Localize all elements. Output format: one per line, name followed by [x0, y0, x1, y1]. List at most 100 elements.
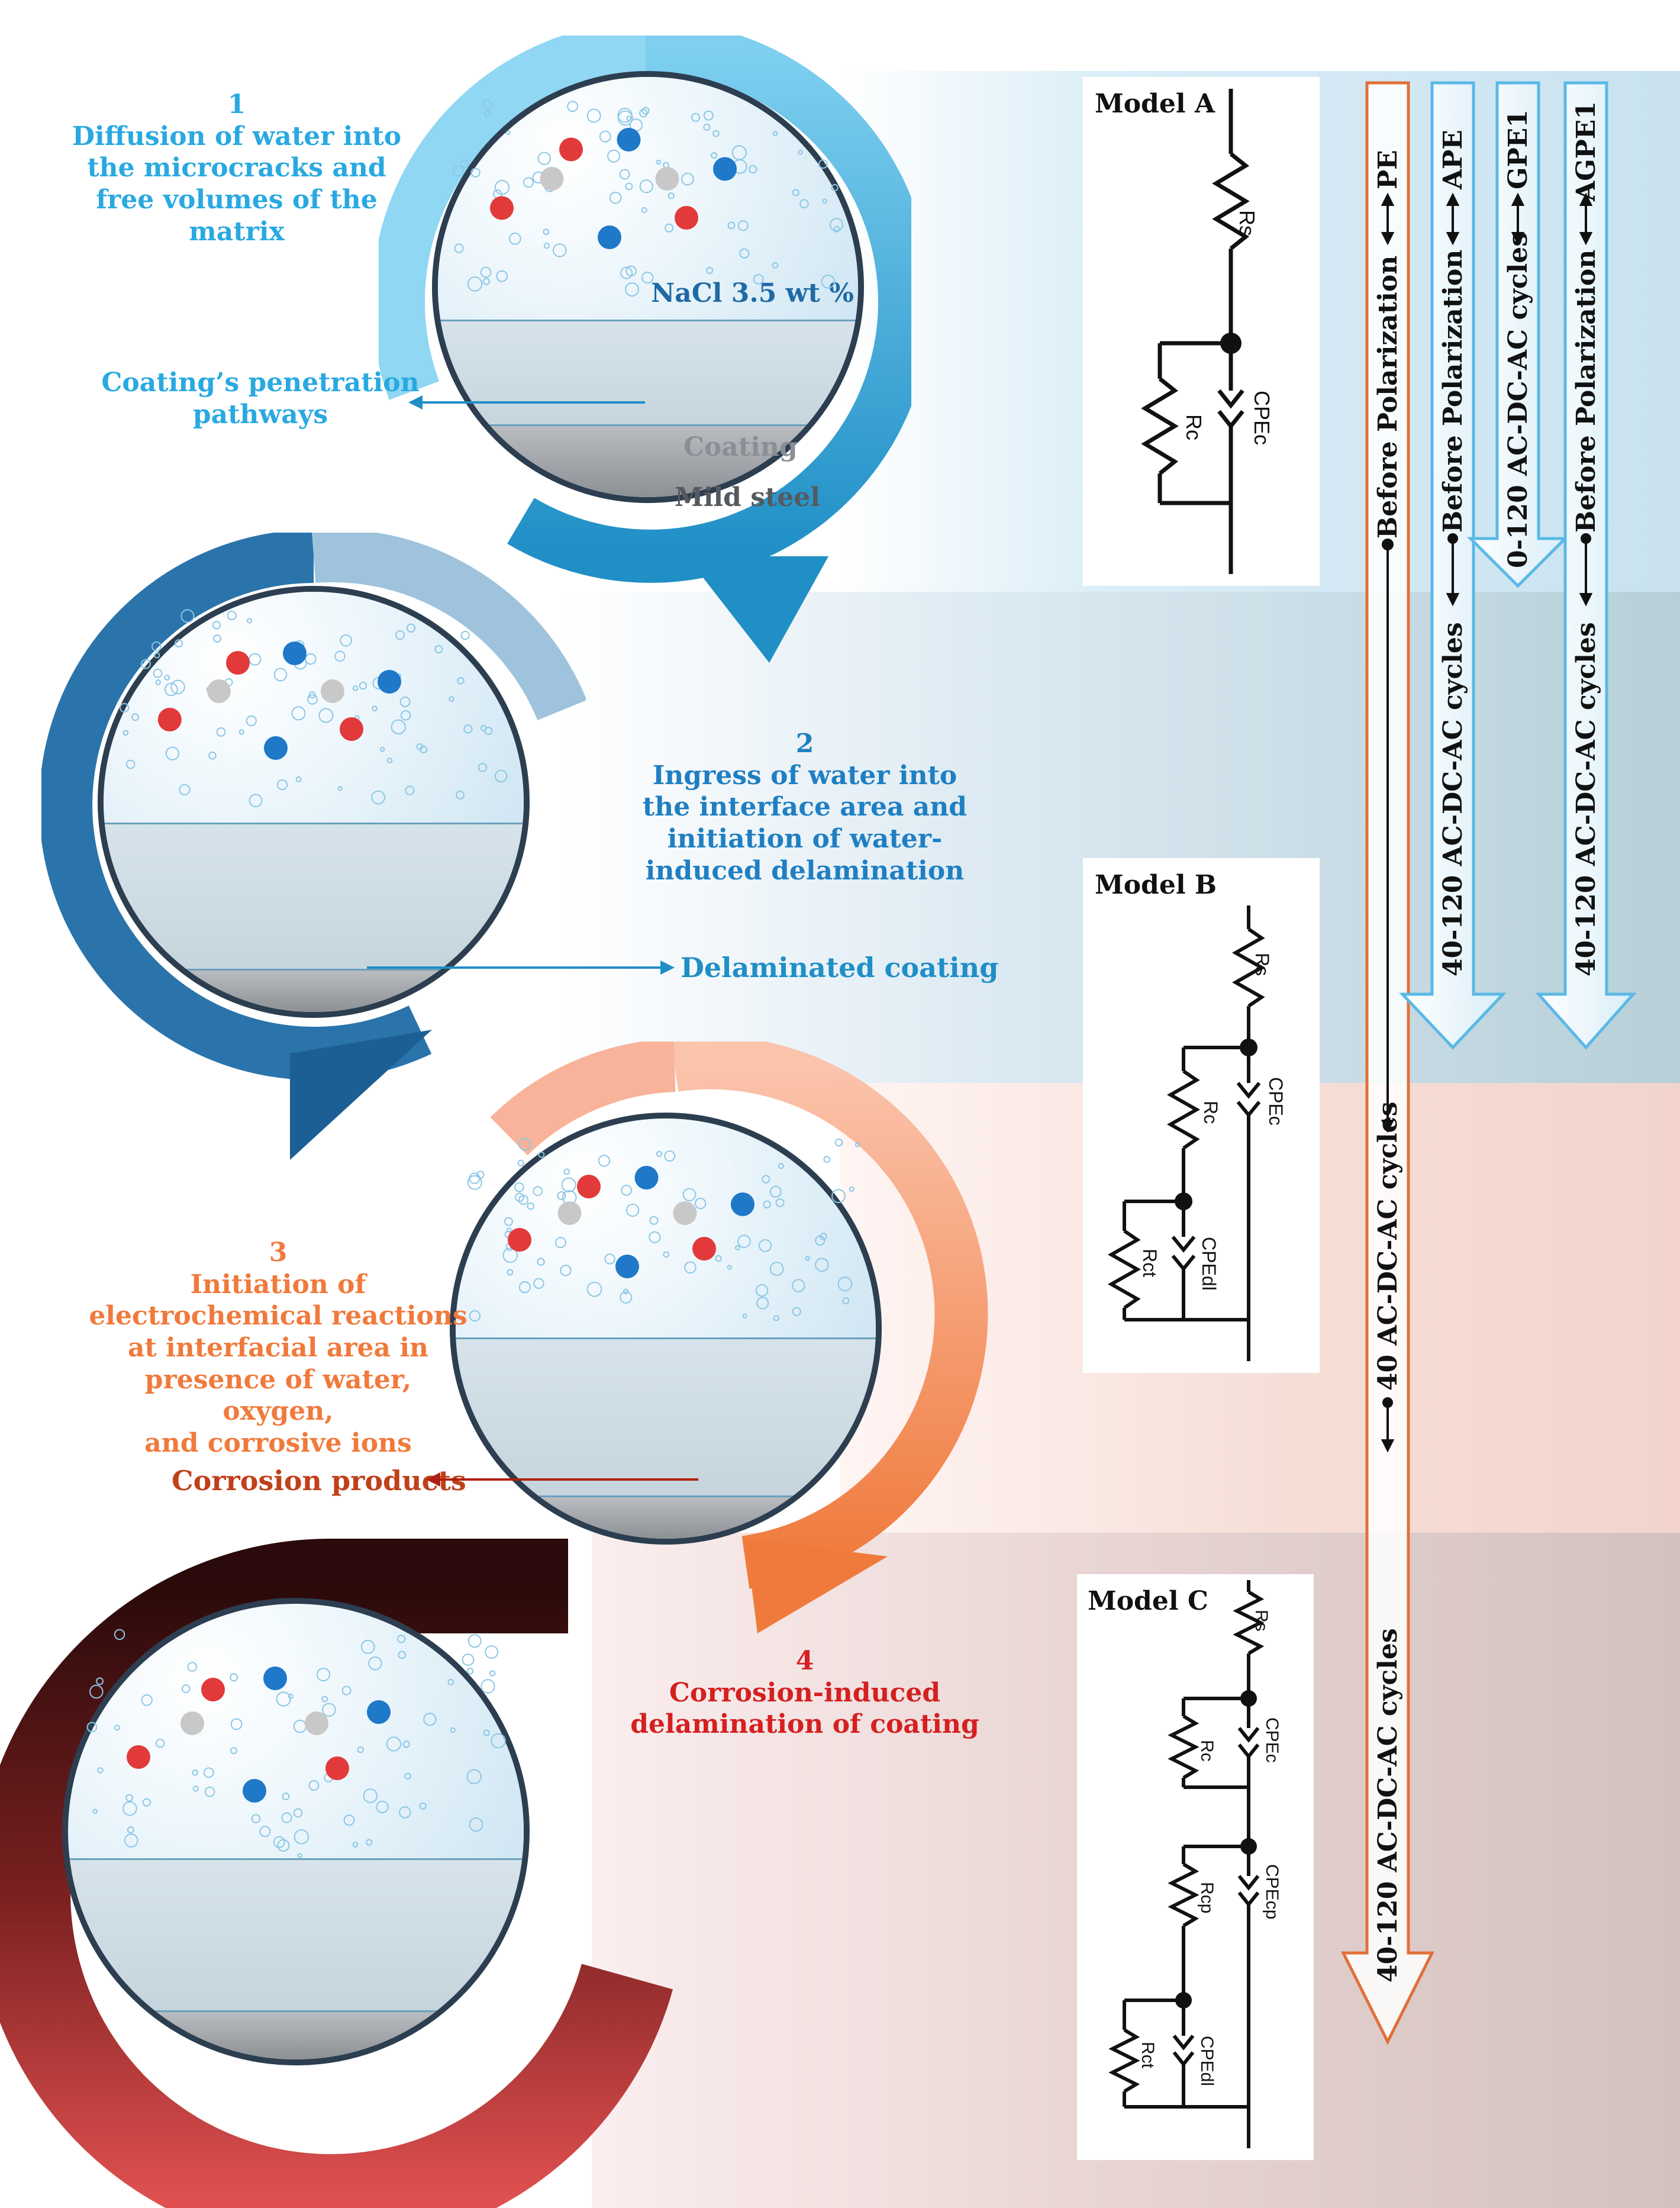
bubble — [482, 99, 493, 110]
bubble — [352, 685, 359, 691]
bubble — [246, 715, 257, 727]
stage-1-text: 1 Diffusion of water into the microcrack… — [72, 89, 402, 247]
bubble — [249, 794, 263, 808]
model-a-rs: Rs — [1235, 210, 1259, 236]
bubble — [212, 621, 221, 630]
bubble — [395, 630, 405, 640]
bubble — [480, 266, 492, 278]
bubble — [227, 610, 237, 621]
stage-2-number: 2 — [795, 729, 814, 759]
bubble — [533, 1186, 543, 1197]
bubble — [604, 1253, 615, 1265]
bubble — [749, 165, 757, 174]
molecule — [598, 225, 621, 249]
bubble — [734, 1245, 740, 1250]
bubble — [399, 697, 411, 707]
bubble — [192, 1785, 199, 1792]
bubble — [755, 1284, 769, 1297]
model-c-box — [1077, 1574, 1314, 2160]
electrolyte-label: NaCl 3.5 wt % — [651, 278, 854, 308]
bubble — [125, 759, 136, 769]
bubble — [141, 1694, 153, 1706]
bubble — [624, 282, 639, 297]
bubble — [759, 1239, 772, 1252]
bubble — [467, 1634, 482, 1648]
bubble — [216, 727, 226, 737]
bubble — [293, 1808, 303, 1818]
bubble — [621, 1184, 633, 1196]
bubble — [376, 1800, 389, 1813]
bubble — [681, 172, 694, 186]
stage-3-circle — [450, 1113, 882, 1545]
bubble — [447, 1679, 454, 1685]
model-b-circuit: Rs Rc CPEc Rct CPEdl — [1107, 905, 1286, 1361]
molecule — [243, 1779, 266, 1803]
bubble — [481, 1679, 495, 1694]
bubble — [507, 1269, 514, 1276]
bubble — [125, 1794, 134, 1802]
bubble — [769, 1185, 782, 1198]
bubble — [799, 199, 809, 209]
model-c-title: Model C — [1088, 1586, 1208, 1616]
bubble — [470, 167, 481, 178]
bubble — [482, 278, 490, 285]
molecule — [180, 1711, 204, 1735]
bubble — [515, 1192, 524, 1203]
bubble — [641, 107, 650, 115]
bubble — [213, 634, 221, 643]
bubble — [691, 112, 701, 123]
molecule — [692, 1237, 716, 1261]
bubble — [727, 1265, 732, 1270]
bubble — [703, 123, 711, 131]
bubble — [204, 1786, 215, 1797]
molecule — [508, 1228, 531, 1252]
bubble — [288, 1693, 294, 1699]
bubble — [170, 679, 185, 695]
model-b-rc: Rc — [1200, 1101, 1221, 1124]
bubble — [404, 1772, 411, 1780]
bubble — [86, 1722, 98, 1733]
bubble — [124, 1833, 138, 1848]
bubble — [478, 763, 488, 772]
bubble — [334, 650, 346, 662]
bubble — [626, 1203, 640, 1217]
molecule — [321, 679, 344, 703]
bubble — [514, 1182, 524, 1192]
bubble — [249, 653, 262, 666]
bubble — [756, 1297, 769, 1310]
bubble — [467, 276, 483, 292]
bubble — [307, 694, 318, 705]
model-b-rs: Rs — [1252, 953, 1273, 976]
bubble — [483, 1729, 490, 1736]
pe-phase2: 40-120 AC-DC-AC cycles — [1373, 1628, 1403, 1983]
bubble — [281, 1812, 292, 1823]
bubble — [153, 652, 160, 659]
bubble — [368, 1656, 382, 1671]
bubble — [543, 228, 550, 236]
bubble — [423, 1713, 437, 1726]
ape-name: APE — [1438, 130, 1468, 189]
bubble — [823, 1156, 831, 1163]
bubble — [620, 266, 633, 279]
bubble — [623, 1288, 629, 1295]
bubble — [294, 1829, 309, 1845]
bubble — [805, 1256, 810, 1261]
bubble — [295, 776, 302, 782]
model-b-box — [1083, 858, 1320, 1373]
stage-4-text: 4 Corrosion-induced delamination of coat… — [615, 1645, 994, 1740]
bubble — [419, 1802, 427, 1810]
bubble — [142, 1798, 151, 1807]
bubble — [151, 641, 162, 652]
molecule — [731, 1192, 754, 1216]
bubble — [833, 226, 840, 233]
bubble — [560, 1265, 572, 1277]
bubble — [484, 110, 491, 118]
bubble — [155, 1739, 165, 1748]
bubble — [557, 1191, 566, 1200]
bubble — [502, 1248, 518, 1263]
bubble — [192, 1769, 198, 1776]
bubble — [567, 101, 579, 112]
bubble — [208, 752, 217, 760]
pe-phase1: 40 AC-DC-AC cycles — [1373, 1101, 1403, 1391]
pe-before: Before Polarization — [1373, 255, 1403, 539]
